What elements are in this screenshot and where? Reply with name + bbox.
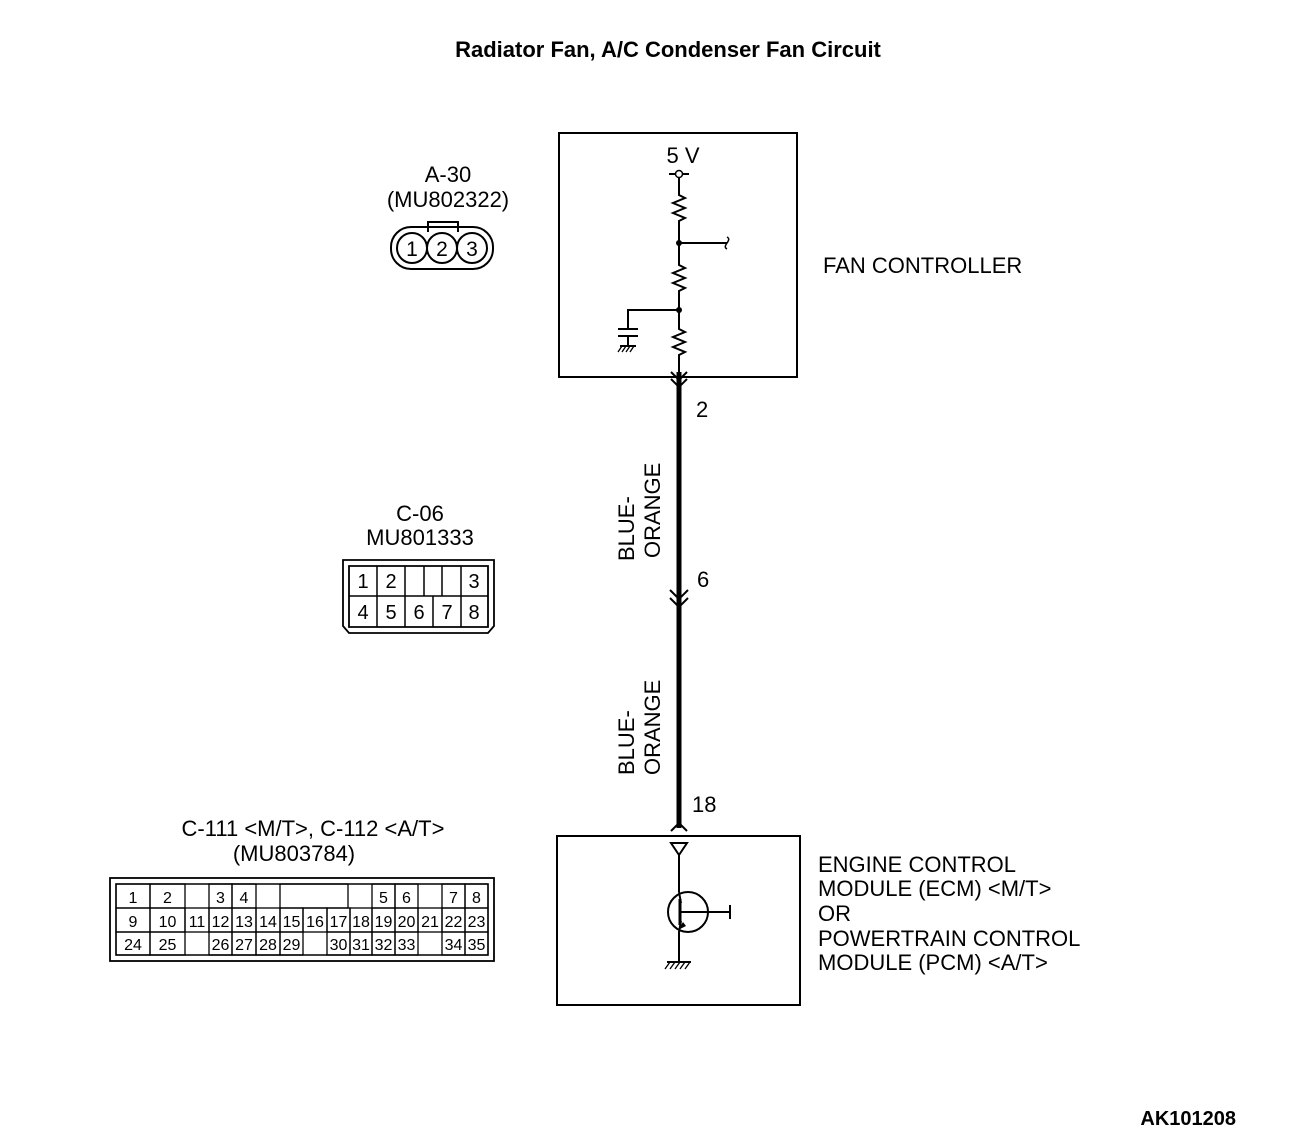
connector-c111-pin-31: 31 [352, 937, 370, 954]
ecm-ground-hatch [664, 961, 691, 970]
ecm-label-line5: MODULE (PCM) <A/T> [818, 950, 1048, 975]
ground-icon-hatch [617, 345, 635, 353]
connector-c111-pin-30: 30 [330, 937, 348, 954]
connector-c111-key [279, 883, 349, 909]
pin-2-connector-icon [670, 371, 688, 389]
connector-c111-cell [279, 931, 304, 956]
connector-a30-body [390, 226, 494, 270]
pin-18-label: 18 [692, 792, 716, 817]
connector-c111-pin-32: 32 [375, 937, 393, 954]
transistor-base-lead [680, 905, 731, 919]
connector-c111-pin-4: 4 [240, 890, 249, 907]
connector-a30-pin-3-label: 3 [466, 238, 478, 261]
fan-controller: FAN CONTROLLER 5 V [558, 132, 1022, 378]
connector-a30-pin-1-label: 1 [406, 238, 418, 261]
connector-c111-pin-21: 21 [421, 914, 439, 931]
connector-c111-pin-6: 6 [402, 890, 411, 907]
connector-c111-pin-23: 23 [468, 914, 486, 931]
connector-c111-pin-8: 8 [472, 890, 481, 907]
fan-controller-label: FAN CONTROLLER [823, 253, 1022, 278]
connector-c06-part: MU801333 [366, 525, 474, 550]
connector-c111-pin-35: 35 [468, 937, 486, 954]
connector-c111-part: (MU803784) [233, 841, 355, 866]
connector-c06-body [342, 559, 495, 634]
ecm-input-icon [669, 842, 689, 857]
pin-2-label: 2 [696, 397, 708, 422]
connector-c111-pin-1: 1 [129, 890, 138, 907]
resistor-ladder [670, 178, 688, 374]
connector-a30-part: (MU802322) [387, 187, 509, 212]
connector-c111-cell [464, 931, 489, 956]
wire-1-color-line1: BLUE- [614, 496, 639, 561]
connector-c111-pin-10: 10 [159, 914, 177, 931]
connector-c111-pin-17: 17 [330, 914, 348, 931]
connector-c06-pin-4: 4 [357, 602, 368, 624]
connector-c111-pin-7: 7 [449, 890, 458, 907]
transistor-emitter-arrow [678, 922, 686, 930]
connector-c06-pin-1: 1 [357, 571, 368, 593]
connector-c111-name: C-111 <M/T>, C-112 <A/T> [182, 816, 445, 841]
wire-2-color-line2: ORANGE [640, 680, 665, 775]
connector-c06-pin-7: 7 [441, 602, 452, 624]
connector-c111-pin-29: 29 [283, 937, 301, 954]
connector-c06-pin-3: 3 [468, 571, 479, 593]
connector-c111-cell [149, 931, 186, 956]
connector-c111-pin-18: 18 [352, 914, 370, 931]
connector-c111-pin-19: 19 [375, 914, 393, 931]
wire-1-color-line2: ORANGE [640, 463, 665, 558]
connector-c111-pin-9: 9 [129, 914, 138, 931]
output-tap-arrow [724, 236, 730, 250]
connector-c111-pin-22: 22 [445, 914, 463, 931]
pin-6-connector-icon [669, 589, 689, 609]
connector-c06-pin-5: 5 [385, 602, 396, 624]
connector-c111-pin-15: 15 [283, 914, 301, 931]
connector-c06: C-06 MU801333 1 2 3 4 5 6 7 8 [342, 501, 495, 634]
connector-c111-pin-27: 27 [235, 937, 253, 954]
connector-c111-pin-33: 33 [398, 937, 416, 954]
connector-c111-pin-11: 11 [189, 914, 206, 931]
ecm-module: ENGINE CONTROL MODULE (ECM) <M/T> OR POW… [556, 835, 1080, 1006]
connector-c111-pin-2: 2 [163, 890, 172, 907]
connector-c06-pin-6: 6 [413, 602, 424, 624]
transistor-collector-emitter [678, 891, 682, 962]
connector-a30-pin-2-label: 2 [436, 238, 448, 261]
supply-voltage-label: 5 V [666, 143, 699, 168]
connector-c111-pin-14: 14 [259, 914, 277, 931]
ecm-label-line1: ENGINE CONTROL [818, 852, 1016, 877]
connector-c111-pin-26: 26 [212, 937, 230, 954]
capacitor-lead [627, 309, 679, 329]
connector-c111-pin-24: 24 [124, 937, 142, 954]
connector-a30-pin-3 [456, 232, 488, 264]
ecm-label-line2: MODULE (ECM) <M/T> [818, 876, 1051, 901]
connector-c111-pin-5: 5 [379, 890, 388, 907]
connector-c111-pin-34: 34 [445, 937, 463, 954]
connector-c06-grid [349, 566, 488, 627]
diagram-title: Radiator Fan, A/C Condenser Fan Circuit [455, 37, 881, 62]
connector-c111-cell [394, 931, 419, 956]
supply-terminal-node [674, 169, 684, 179]
ecm-box [556, 835, 801, 1006]
figure-id: AK101208 [1140, 1108, 1236, 1130]
connector-a30: A-30 (MU802322) 1 2 3 [387, 162, 509, 270]
connector-c06-pin-8: 8 [468, 602, 479, 624]
connector-c111-body [109, 877, 495, 962]
pin-6-label: 6 [697, 567, 709, 592]
connector-c06-name: C-06 [396, 501, 444, 526]
ecm-label-line4: POWERTRAIN CONTROL [818, 926, 1080, 951]
connector-c06-pin-2: 2 [385, 571, 396, 593]
connector-c111-pin-16: 16 [306, 914, 324, 931]
wire-2-color-line1: BLUE- [614, 710, 639, 775]
connector-c111-pin-28: 28 [259, 937, 277, 954]
connector-c111-pin-3: 3 [216, 890, 225, 907]
connector-a30-name: A-30 [425, 162, 471, 187]
connector-c111-pin-13: 13 [235, 914, 253, 931]
connector-c111-pin-12: 12 [212, 914, 230, 931]
connector-c111-pin-20: 20 [398, 914, 416, 931]
pin-18-connector-icon [670, 821, 688, 832]
connector-c111-pin-25: 25 [159, 937, 177, 954]
ecm-label-line3: OR [818, 901, 851, 926]
